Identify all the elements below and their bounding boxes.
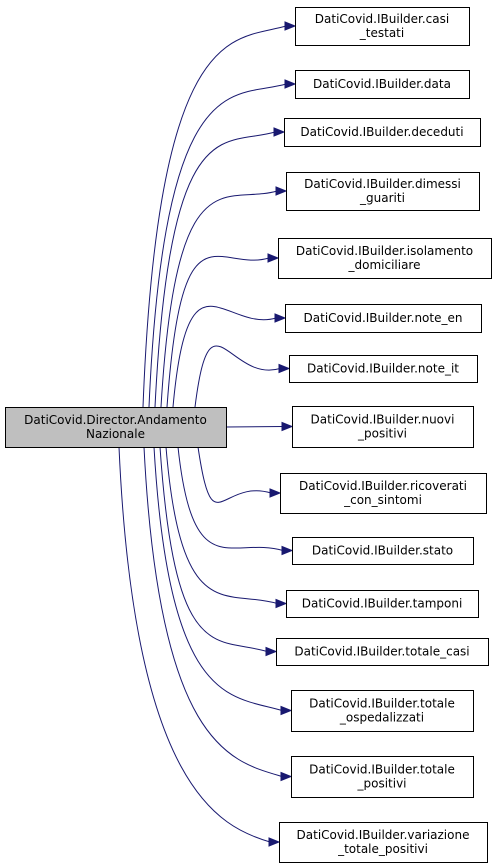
target-node-label-line: _totale_positivi [337, 842, 428, 856]
edges-layer [118, 21, 297, 847]
target-node[interactable]: DatiCovid.IBuilder.totale_ospedalizzati [291, 690, 474, 732]
target-node[interactable]: DatiCovid.IBuilder.totale_casi [276, 638, 489, 666]
target-node-box [292, 537, 474, 565]
target-node-label-line: DatiCovid.IBuilder.data [313, 77, 451, 91]
edge-arrowhead [280, 705, 293, 716]
target-node-label-line: DatiCovid.IBuilder.dimessi [304, 177, 461, 191]
edge-arrowhead [267, 253, 280, 263]
edge-line [143, 446, 283, 777]
target-node-box [286, 172, 480, 211]
target-node-label-line: DatiCovid.IBuilder.isolamento [296, 244, 473, 258]
target-node-box [285, 304, 482, 333]
edge-line [177, 446, 284, 551]
target-node-label-line: DatiCovid.IBuilder.totale_casi [294, 645, 469, 659]
target-node-label-line: DatiCovid.IBuilder.tamponi [302, 597, 463, 611]
edge-line [118, 446, 271, 843]
target-node-box [276, 638, 489, 666]
target-node-label-line: _positivi [356, 777, 406, 791]
edge-arrowhead [280, 771, 293, 782]
target-node[interactable]: DatiCovid.IBuilder.isolamento_domiciliar… [278, 238, 492, 279]
edge-line [159, 446, 268, 652]
edge-line [165, 446, 278, 604]
target-node-label-line: DatiCovid.IBuilder.totale [309, 763, 455, 777]
target-node-label-line: _guariti [359, 191, 405, 205]
target-node-box [279, 822, 488, 863]
edge-arrowhead [273, 127, 286, 137]
target-node-label-line: DatiCovid.IBuilder.deceduti [300, 125, 463, 139]
target-node-label-line: DatiCovid.IBuilder.note_en [304, 311, 463, 325]
edge-arrowhead [275, 598, 288, 609]
edge-arrowhead [275, 186, 288, 196]
target-node-label-line: _domiciliare [348, 258, 421, 272]
edge-arrowhead [268, 837, 281, 847]
target-node-box [291, 756, 474, 798]
edge-arrowhead [265, 646, 278, 657]
nodes-layer: DatiCovid.Director.AndamentoNazionaleDat… [5, 7, 492, 863]
target-node[interactable]: DatiCovid.IBuilder.variazione_totale_pos… [279, 822, 488, 863]
target-node-label-line: DatiCovid.IBuilder.note_it [307, 362, 459, 376]
target-node[interactable]: DatiCovid.IBuilder.ricoverati_con_sintom… [280, 473, 487, 514]
target-node-label-line: DatiCovid.IBuilder.nuovi [311, 413, 455, 427]
target-node-box [295, 70, 470, 99]
target-node-label-line: DatiCovid.IBuilder.ricoverati [299, 479, 467, 493]
target-node[interactable]: DatiCovid.IBuilder.note_en [285, 304, 482, 333]
target-node-box [292, 406, 474, 448]
edge-line [194, 345, 281, 408]
target-node[interactable]: DatiCovid.IBuilder.dimessi_guariti [286, 172, 480, 211]
edge-arrowhead [284, 21, 297, 31]
edge-line [142, 25, 287, 408]
target-node[interactable]: DatiCovid.IBuilder.totale_positivi [291, 756, 474, 798]
edge-line [225, 426, 284, 428]
target-node-label-line: DatiCovid.IBuilder.totale [309, 697, 455, 711]
target-node-label-line: _ospedalizzati [339, 711, 424, 725]
target-node-label-line: DatiCovid.IBuilder.stato [312, 544, 453, 558]
edge-line [160, 190, 278, 408]
target-node[interactable]: DatiCovid.IBuilder.casi_testati [295, 7, 470, 46]
target-node-label-line: _con_sintomi [343, 493, 422, 507]
target-node-box [278, 238, 492, 279]
edge-line [172, 305, 277, 408]
edge-arrowhead [278, 363, 291, 374]
target-node-box [280, 473, 487, 514]
target-node-label-line: _testati [359, 26, 404, 40]
target-node[interactable]: DatiCovid.IBuilder.deceduti [284, 118, 481, 147]
edge-arrowhead [281, 545, 294, 556]
edge-arrowhead [284, 79, 297, 89]
target-node-label-line: DatiCovid.IBuilder.variazione [297, 828, 470, 842]
target-node-box [289, 355, 478, 383]
target-node-label-line: DatiCovid.IBuilder.casi [315, 12, 449, 26]
source-node-label-line: Nazionale [86, 427, 145, 441]
edge-line [154, 131, 276, 408]
target-node[interactable]: DatiCovid.IBuilder.note_it [289, 355, 478, 383]
target-node-box [284, 118, 481, 147]
target-node[interactable]: DatiCovid.IBuilder.data [295, 70, 470, 99]
edge-line [153, 446, 283, 711]
target-node-box [291, 690, 474, 732]
target-node-label-line: _positivi [357, 427, 407, 441]
edge-line [166, 255, 270, 408]
target-node[interactable]: DatiCovid.IBuilder.stato [292, 537, 474, 565]
edge-arrowhead [274, 313, 287, 323]
target-node-box [295, 7, 470, 46]
edge-line [148, 83, 287, 408]
target-node[interactable]: DatiCovid.IBuilder.nuovi_positivi [292, 406, 474, 448]
source-node-box [5, 407, 227, 448]
edge-line [197, 446, 272, 503]
target-node[interactable]: DatiCovid.IBuilder.tamponi [286, 590, 479, 618]
target-node-box [286, 590, 479, 618]
source-node-label-line: DatiCovid.Director.Andamento [24, 413, 207, 427]
edge-arrowhead [281, 421, 294, 432]
edge-arrowhead [269, 488, 282, 498]
